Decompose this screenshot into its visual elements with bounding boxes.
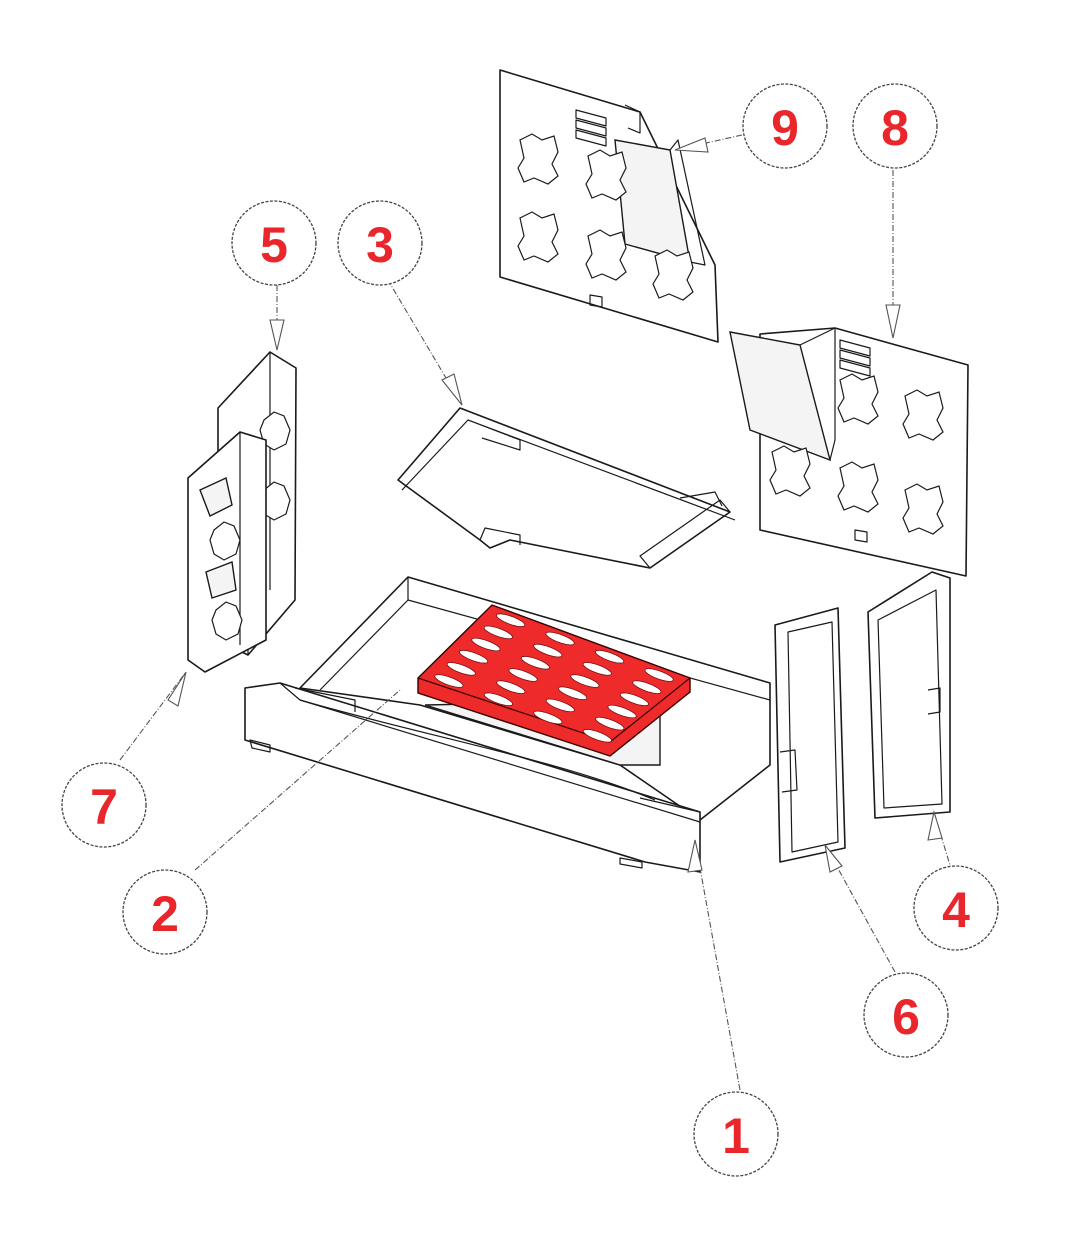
grate-slot bbox=[533, 710, 563, 725]
front-fender bbox=[244, 682, 701, 873]
left-side-front-brick bbox=[187, 431, 267, 673]
grate-slot bbox=[434, 674, 464, 688]
callout-4-label: 4 bbox=[942, 882, 970, 938]
grate-slot bbox=[570, 674, 600, 688]
callout-3-label: 3 bbox=[366, 217, 394, 273]
callout-5: 5 bbox=[231, 200, 317, 286]
rear-upper-back-plate bbox=[499, 69, 719, 343]
callout-9: 9 bbox=[742, 83, 828, 169]
callout-9-label: 9 bbox=[771, 100, 799, 156]
baffle-plate bbox=[397, 407, 736, 569]
right-side-inner-brick bbox=[774, 607, 846, 863]
callout-1: 1 bbox=[693, 1091, 779, 1177]
grate-slot bbox=[545, 631, 575, 646]
grate-slot bbox=[446, 662, 476, 676]
callout-1-label: 1 bbox=[722, 1108, 750, 1164]
grate-slot bbox=[483, 625, 513, 640]
grate-slot bbox=[520, 656, 550, 670]
grate-slot bbox=[644, 668, 674, 682]
grate-slot bbox=[483, 692, 513, 707]
callout-2: 2 bbox=[122, 869, 208, 955]
grate-slot bbox=[632, 680, 662, 694]
grate-slot bbox=[545, 698, 575, 713]
grate-slot bbox=[471, 637, 501, 652]
right-side-outer-brick bbox=[867, 571, 951, 819]
grate-slot bbox=[558, 686, 588, 700]
callout-4: 4 bbox=[913, 865, 999, 951]
grate bbox=[417, 604, 691, 757]
callout-2-label: 2 bbox=[151, 886, 179, 942]
callouts: 1 2 3 4 5 6 7 8 bbox=[61, 83, 999, 1177]
callout-3: 3 bbox=[337, 200, 423, 286]
callout-6: 6 bbox=[863, 972, 949, 1058]
grate-slot bbox=[619, 692, 649, 707]
rear-right-back-plate bbox=[729, 327, 969, 577]
grate-slot bbox=[607, 704, 637, 719]
grate-slot bbox=[582, 729, 612, 743]
callout-6-label: 6 bbox=[892, 989, 920, 1045]
grate-slot bbox=[496, 680, 526, 694]
callout-8: 8 bbox=[852, 83, 938, 169]
grate-slot bbox=[508, 668, 538, 682]
grate-slot bbox=[595, 649, 625, 664]
grate-slot bbox=[582, 662, 612, 676]
grate-slot bbox=[496, 613, 526, 627]
callout-7-label: 7 bbox=[90, 779, 118, 835]
grate-slot bbox=[533, 643, 563, 658]
leader-lines bbox=[119, 134, 953, 1091]
grate-slot bbox=[595, 716, 625, 731]
callout-5-label: 5 bbox=[260, 217, 288, 273]
callout-7: 7 bbox=[61, 762, 147, 848]
grate-slot bbox=[459, 649, 489, 664]
callout-8-label: 8 bbox=[881, 100, 909, 156]
